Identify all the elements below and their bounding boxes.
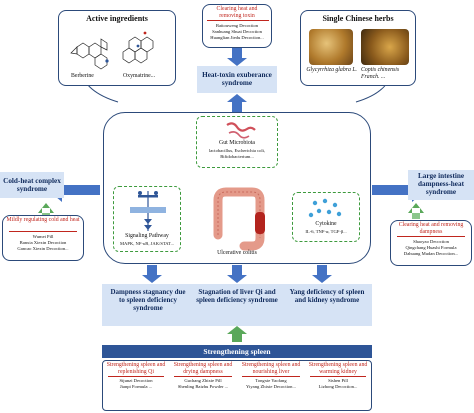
treatment-item: Tongxie Yaofang — [255, 378, 287, 384]
treatment-item: Guchang Zhixie Pill — [184, 378, 222, 384]
green-arrow-right-stem — [412, 213, 420, 219]
arrow-down-3 — [312, 265, 332, 283]
divider — [9, 231, 77, 232]
treatment-col-3: Strengthening spleen and nourishing live… — [238, 362, 304, 389]
treatment-col-4: Strengthening spleen and warming kidney … — [306, 362, 370, 389]
divider — [174, 376, 232, 378]
signaling-items: MAPK, NF-κB, JAK/STAT... — [119, 241, 175, 246]
bottom-syndrome-1: Dampness stagnancy due to spleen deficie… — [110, 288, 186, 312]
bottom-syndrome-3: Yang deficiency of spleen and kidney syn… — [289, 288, 365, 304]
heat-toxin-syndrome: Heat-toxin exuberance syndrome — [197, 66, 277, 93]
top-treatment-box: Clearing heat and removing toxin Baitouw… — [202, 4, 272, 48]
signaling-title: Signaling Pathway — [125, 233, 169, 239]
left-treatment-box: Mildly regulating cold and heat Wumei Pi… — [2, 215, 84, 261]
top-treatment-title: Clearing heat and removing toxin — [216, 6, 258, 19]
divider — [310, 376, 366, 378]
oxymatrine-label: Oxymatrine... — [123, 73, 156, 79]
arrow-down-top — [227, 48, 247, 66]
divider — [242, 376, 300, 378]
oxymatrine-structure — [122, 31, 154, 64]
active-ingredients-box: Active ingredients Berberine Oxymatrine.… — [58, 10, 176, 86]
active-ingredients-title: Active ingredients — [86, 14, 148, 23]
treatment-item: Lizhong Decoction... — [318, 383, 358, 389]
cytokine-box: Cytokine IL-6, TNF-α, TGF-β... — [292, 192, 360, 242]
ulcerative-colitis-label: Ulcerative colitis — [217, 250, 257, 256]
arrow-up-heat — [227, 94, 247, 112]
coptis-image — [361, 29, 409, 65]
treatment-col-1: Strengthening spleen and replenishing Qi… — [104, 362, 168, 389]
treatment-title-1: Strengthening spleen and replenishing Qi — [106, 362, 166, 375]
top-treatment-item: Sanhuang Shuai Decoction — [212, 29, 262, 34]
divider — [207, 20, 269, 21]
green-arrow-center — [227, 326, 247, 342]
receptor-icon — [130, 191, 166, 231]
right-treatment-item: Dahuang Mudan Decoction... — [403, 251, 459, 256]
treatment-title-2: Strengthening spleen and drying dampness — [173, 362, 233, 375]
coptis-label: Coptis chinensis Franch. ... — [361, 67, 400, 80]
treatment-item: Jianpi Formula ... — [119, 383, 153, 389]
dampness-heat-syndrome: Large intestine dampness-heat syndrome — [408, 170, 474, 200]
right-treatment-item: Qingchang Huashi Formula — [405, 245, 457, 250]
right-treatment-title: Clearing heat and removing dampness — [398, 222, 464, 235]
left-treatment-title: Mildly regulating cold and heat — [6, 217, 80, 223]
treatment-title-3: Strengthening spleen and nourishing live… — [241, 362, 301, 375]
glycyrrhiza-image — [309, 29, 353, 65]
arrow-down-2 — [227, 265, 247, 283]
right-treatment-box: Clearing heat and removing dampness Shao… — [390, 220, 472, 266]
microbiota-items: lactobacillus, Escherichia coli, Bifidob… — [208, 148, 266, 159]
cytokine-dots — [308, 198, 342, 218]
treatment-item: Shenling Baizhu Powder ... — [177, 383, 229, 389]
gut-microbiota-box: Gut Microbiota lactobacillus, Escherichi… — [196, 116, 278, 168]
left-treatment-item: Banxia Xiexin Decoction — [19, 240, 67, 245]
cold-heat-syndrome: Cold-heat complex syndrome — [0, 172, 64, 198]
left-treatment-item: Gancao Xiexin Decoction... — [17, 246, 69, 251]
herbs-title: Single Chinese herbs — [322, 14, 394, 23]
treatment-col-2: Strengthening spleen and drying dampness… — [170, 362, 236, 389]
top-treatment-item: Baitouweng Decoction — [215, 23, 259, 28]
right-treatment-item: Shaoyao Decoction — [413, 239, 449, 244]
cytokine-title: Cytokine — [315, 221, 337, 227]
molecule-structures — [70, 31, 154, 70]
bottom-syndrome-2: Stagnation of liver Qi and spleen defici… — [196, 288, 278, 304]
arrow-down-1 — [142, 265, 162, 283]
treatment-title-4: Strengthening spleen and warming kidney — [308, 362, 368, 375]
herbs-box: Single Chinese herbs Glycyrrhiza glabra … — [300, 10, 416, 86]
microbiota-title: Gut Microbiota — [219, 140, 255, 146]
treatment-item: Sijunzi Decoction — [119, 378, 153, 384]
cytokine-items: IL-6, TNF-α, TGF-β... — [305, 229, 347, 234]
left-treatment-item: Wumei Pill — [32, 234, 54, 239]
microbiota-icon — [226, 122, 256, 139]
green-arrow-right — [408, 203, 424, 213]
divider — [108, 376, 164, 378]
top-treatment-item: Huanglian Jiedu Decoction... — [210, 35, 264, 40]
berberine-label: Berberine — [71, 73, 94, 79]
treatment-item: Yiyang Zhixie Decoction... — [246, 383, 296, 389]
green-arrow-left — [38, 203, 54, 213]
glycyrrhiza-label: Glycyrrhiza glabra L. — [306, 67, 357, 73]
treatment-item: Sishen Pill — [328, 378, 348, 384]
bottom-syndrome-band — [102, 284, 372, 326]
bottom-treatment-container — [102, 360, 372, 411]
berberine-structure — [70, 38, 109, 70]
strengthening-spleen-bar: Strengthening spleen — [102, 345, 372, 358]
divider — [397, 236, 465, 237]
signaling-pathway-box: Signaling Pathway MAPK, NF-κB, JAK/STAT.… — [113, 186, 181, 252]
